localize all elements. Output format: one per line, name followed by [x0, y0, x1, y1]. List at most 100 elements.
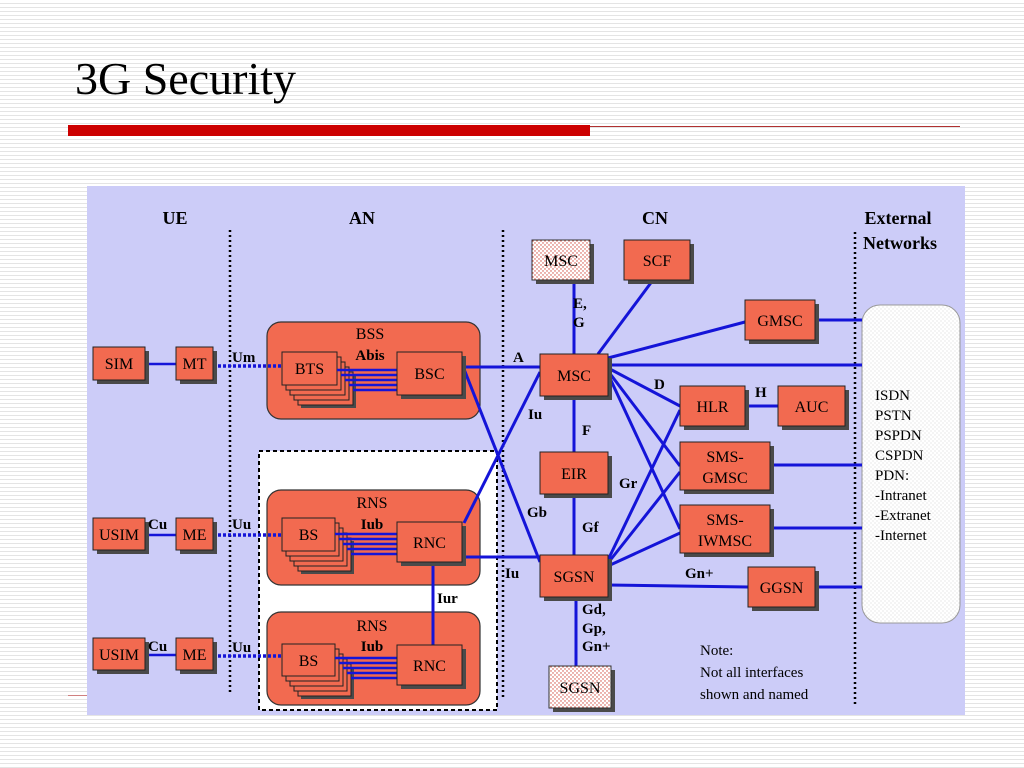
bsc-box: [396, 351, 463, 396]
rnc-node-1: RNC: [396, 521, 466, 566]
sim-box: [92, 346, 146, 381]
interface-cu-1-label: Cu: [148, 517, 167, 533]
external-network-item: -Extranet: [875, 508, 932, 524]
footer-rule: [68, 695, 87, 696]
bts-box: [281, 351, 338, 386]
interface-f-label: F: [582, 423, 591, 439]
mt-label: MT: [183, 356, 207, 373]
ggsn-node: GGSN: [747, 566, 819, 611]
external-networks-list: ISDN PSTN PSPDN CSPDN PDN: -Intranet -Ex…: [875, 388, 932, 544]
link-sgsn-sms-iwmsc: [607, 531, 681, 568]
domain-cn-label: CN: [642, 208, 668, 228]
slide-title: 3G Security: [75, 53, 297, 104]
domain-ue-label: UE: [162, 208, 187, 228]
bs-2-box: [281, 643, 336, 677]
usim-node-1: USIM: [92, 517, 149, 554]
rnc-1-box: [396, 521, 463, 563]
interface-d-label: D: [654, 377, 665, 393]
link-scf-msc: [596, 279, 655, 355]
me-2-label: ME: [183, 647, 207, 664]
gmsc-box: [744, 299, 816, 341]
bsc-label: BSC: [414, 366, 444, 383]
msc-remote-box: [531, 239, 591, 281]
auc-label: AUC: [795, 399, 829, 416]
auc-node: AUC: [777, 385, 849, 430]
interface-gb-label: Gb: [527, 505, 547, 521]
external-networks-box: [861, 304, 961, 624]
interface-iu-sgsn-label: Iu: [505, 566, 519, 582]
me-1-box: [175, 517, 214, 551]
sgsn-remote-node: SGSN: [548, 665, 615, 712]
sgsn-box: [539, 554, 609, 598]
title-accent-bar: [68, 125, 590, 136]
diagram-background: [87, 186, 965, 715]
bs-1-label: BS: [299, 527, 319, 544]
note-line: Not all interfaces: [700, 665, 803, 681]
interface-g-label: G: [573, 315, 585, 331]
iub-2-label: Iub: [361, 639, 384, 655]
eir-label: EIR: [561, 466, 587, 483]
interface-gp-label: Gp,: [582, 621, 606, 637]
interface-gn-label: Gn+: [582, 639, 611, 655]
scf-label: SCF: [643, 253, 672, 270]
scf-box: [623, 239, 691, 281]
interface-a-label: A: [513, 350, 524, 366]
bs-2-label: BS: [299, 653, 319, 670]
sgsn-node: SGSN: [539, 554, 612, 601]
ggsn-box: [747, 566, 816, 608]
usim-1-label: USIM: [99, 527, 139, 544]
msc-box: [539, 353, 609, 397]
rnc-1-label: RNC: [413, 535, 446, 552]
abis-label: Abis: [355, 348, 384, 364]
interface-uu-1-label: Uu: [232, 517, 251, 533]
sms-iwmsc-node: SMS- IWMSC: [679, 504, 774, 557]
interface-cu-2-label: Cu: [148, 639, 167, 655]
link-bsc-sgsn: [462, 368, 542, 563]
me-2-box: [175, 637, 214, 671]
sgsn-label: SGSN: [554, 569, 595, 586]
bts-stack: BTS: [281, 351, 397, 408]
sgsn-remote-label: SGSN: [560, 680, 601, 697]
msc-node: MSC: [539, 353, 612, 400]
sms-gmsc-box: [679, 441, 771, 491]
bss-label: BSS: [356, 326, 384, 343]
diagram-note: Note: Not all interfaces shown and named: [700, 643, 809, 703]
interface-iu-msc-label: Iu: [528, 407, 542, 423]
sim-node: SIM: [92, 346, 149, 384]
interface-uu-2-label: Uu: [232, 640, 251, 656]
sms-iwmsc-box: [679, 504, 771, 554]
bsc-node: BSC: [396, 351, 466, 399]
interface-h-label: H: [755, 385, 767, 401]
interface-gr-label: Gr: [619, 476, 638, 492]
msc-label: MSC: [557, 368, 591, 385]
eir-node: EIR: [539, 451, 612, 498]
ggsn-label: GGSN: [760, 580, 804, 597]
external-network-item: PDN:: [875, 468, 909, 484]
rns-1-label: RNS: [356, 495, 387, 512]
bts-label: BTS: [295, 361, 324, 378]
mt-node: MT: [175, 346, 217, 384]
sms-gmsc-label-line1: SMS-: [706, 449, 743, 466]
me-node-2: ME: [175, 637, 217, 674]
note-line: Note:: [700, 643, 733, 659]
rnc-2-label: RNC: [413, 658, 446, 675]
interface-gn-plus-label: Gn+: [685, 566, 714, 582]
links: [145, 279, 862, 666]
note-line: shown and named: [700, 687, 809, 703]
external-network-item: CSPDN: [875, 448, 924, 464]
hlr-label: HLR: [697, 399, 729, 416]
domain-external-label-line2: Networks: [863, 233, 937, 253]
eir-box: [539, 451, 609, 495]
interface-um-label: Um: [232, 350, 256, 366]
interface-gd-label: Gd,: [582, 602, 606, 618]
link-msc-gmsc: [607, 320, 746, 360]
external-network-item: ISDN: [875, 388, 910, 404]
title-rule: [590, 126, 960, 127]
rnc-2-box: [396, 644, 463, 686]
sms-gmsc-node: SMS- GMSC: [679, 441, 774, 494]
external-network-item: -Intranet: [875, 488, 927, 504]
interface-e-label: E,: [573, 296, 587, 312]
link-rnc-msc: [462, 371, 542, 524]
hlr-node: HLR: [679, 385, 749, 430]
scf-node: SCF: [623, 239, 694, 284]
